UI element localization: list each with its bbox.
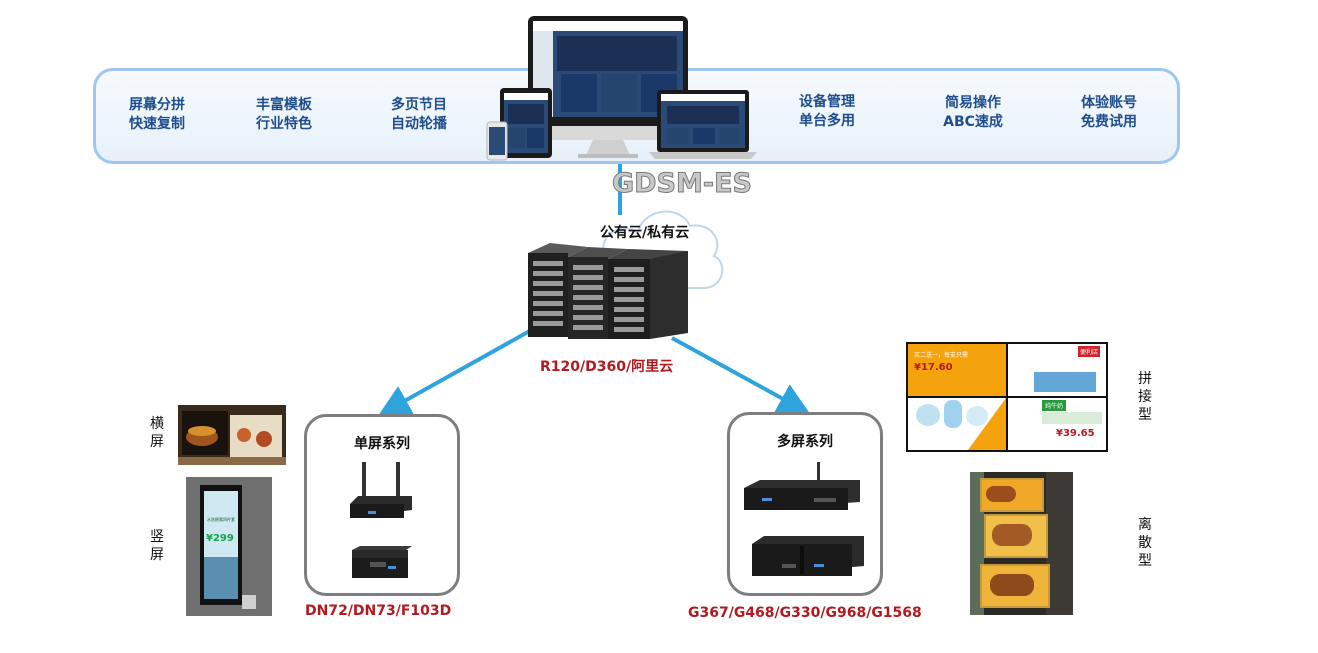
splice-type-label: 拼 接 型 (1138, 371, 1152, 423)
discrete-type-label: 离 散 型 (1138, 517, 1152, 569)
arrow-to-multi-series (671, 336, 811, 414)
landscape-label: 横 屏 (150, 416, 164, 450)
feature-templates: 丰富模板 行业特色 (256, 97, 312, 132)
feature-trial-account: 体验账号 免费试用 (1081, 95, 1137, 130)
multiscreen-box-image (752, 536, 864, 576)
router-device-image (350, 462, 412, 518)
landscape-screen-photo (178, 405, 286, 465)
multi-series-title: 多屏系列 (777, 434, 833, 450)
single-series-title: 单屏系列 (354, 436, 410, 452)
arrow-to-single-series (378, 326, 536, 416)
portrait-price: ¥299 (206, 533, 234, 544)
portrait-caption: 水洗棉素四件套 (207, 517, 235, 522)
feature-split-copy: 屏幕分拼 快速复制 (129, 97, 185, 132)
cloud-label: 公有云/私有云 (600, 225, 690, 241)
feature-multipage: 多页节目 自动轮播 (391, 97, 447, 132)
splice-price-1: ¥17.60 (914, 362, 953, 373)
feature-easy-op: 简易操作 ABC速成 (943, 95, 1003, 130)
splice-store-text: 便利店 (1078, 346, 1101, 357)
server-rack-image (528, 243, 688, 339)
splice-screen-photo: 买二送一，每支只需 ¥17.60 便利店 纯牛奶 ¥39.65 (906, 342, 1108, 452)
splice-brand-text: 纯牛奶 (1042, 400, 1067, 411)
single-series-models: DN72/DN73/F103D (305, 603, 452, 619)
portrait-screen-photo: 水洗棉素四件套 ¥299 (186, 477, 272, 616)
portrait-label: 竖 屏 (150, 529, 164, 563)
splice-promo-text: 买二送一，每支只需 (914, 352, 969, 359)
device-mockup-image (486, 16, 757, 161)
product-title: GDSM-ES (612, 168, 753, 200)
feature-device-mgmt: 设备管理 单台多用 (799, 94, 855, 129)
server-models-label: R120/D360/阿里云 (540, 359, 674, 375)
discrete-screen-photo (970, 472, 1073, 615)
multi-series-models: G367/G468/G330/G968/G1568 (688, 605, 922, 621)
minipc-device-image (352, 546, 412, 578)
multiscreen-player-image (744, 462, 860, 510)
splice-price-2: ¥39.65 (1056, 428, 1095, 439)
